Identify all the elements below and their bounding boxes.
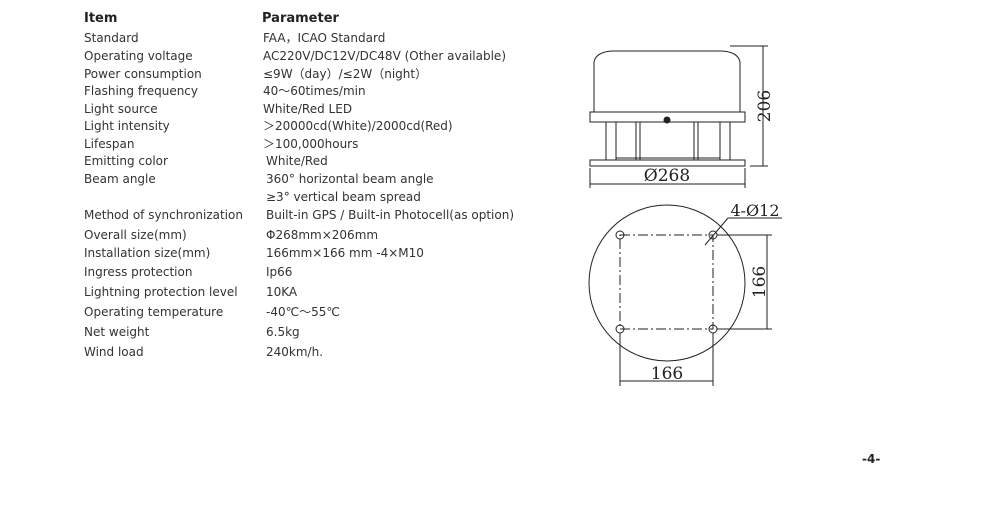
diameter-dim-label: Ø268 — [644, 166, 690, 186]
row-value: AC220V/DC12V/DC48V (Other available) — [263, 49, 506, 63]
parameter-header: Parameter — [262, 11, 339, 26]
row-value: FAA，ICAO Standard — [263, 31, 386, 45]
row-label: Power consumption — [84, 67, 202, 81]
row-value: Built-in GPS / Built-in Photocell(as opt… — [266, 208, 515, 222]
height-dimension: 206 — [730, 45, 775, 167]
diameter-dimension: Ø268 — [589, 166, 746, 188]
row-label: Operating temperature — [84, 305, 224, 319]
vertical-spacing-label: 166 — [750, 266, 770, 298]
row-value: ≤9W（day）/≤2W（night） — [263, 67, 428, 81]
row-label: Wind load — [84, 345, 144, 359]
row-label: Light source — [84, 102, 158, 116]
row-value: 166mm×166 mm -4×M10 — [266, 246, 424, 260]
row-label: Light intensity — [84, 119, 170, 133]
row-label: Ingress protection — [84, 265, 193, 279]
row-value: -40℃～55℃ — [266, 305, 340, 319]
row-value: 40～60times/min — [263, 84, 366, 98]
height-dim-label: 206 — [755, 90, 775, 122]
row-label: Lifespan — [84, 137, 135, 151]
row-value: Φ268mm×206mm — [266, 228, 379, 242]
row-value: White/Red LED — [263, 102, 353, 116]
side-view — [589, 50, 746, 167]
row-label: Standard — [84, 31, 139, 45]
row-label: Installation size(mm) — [84, 246, 211, 260]
row-value: White/Red — [266, 154, 328, 168]
row-label: Overall size(mm) — [84, 228, 187, 242]
row-label: Emitting color — [84, 154, 168, 168]
page-number: -4- — [862, 452, 881, 466]
row-value: 6.5kg — [266, 325, 300, 339]
row-value: 360° horizontal beam angle — [266, 172, 434, 186]
row-value: Ip66 — [266, 265, 293, 279]
row-label: Net weight — [84, 325, 150, 339]
row-value-continued: ≥3° vertical beam spread — [266, 190, 421, 204]
holes-dim-label: 4-Ø12 — [730, 201, 779, 220]
row-value: ＞100,000hours — [263, 137, 359, 151]
row-value: 240km/h. — [266, 345, 324, 359]
item-header: Item — [84, 11, 118, 26]
horizontal-spacing-label: 166 — [651, 364, 683, 384]
row-label: Flashing frequency — [84, 84, 199, 98]
row-label: Lightning protection level — [84, 285, 238, 299]
row-value: ＞20000cd(White)/2000cd(Red) — [263, 119, 453, 133]
row-value: 10KA — [266, 285, 298, 299]
row-label: Method of synchronization — [84, 208, 243, 222]
top-view: 4-Ø12 166 166 — [588, 201, 782, 386]
row-label: Operating voltage — [84, 49, 193, 63]
row-label: Beam angle — [84, 172, 156, 186]
